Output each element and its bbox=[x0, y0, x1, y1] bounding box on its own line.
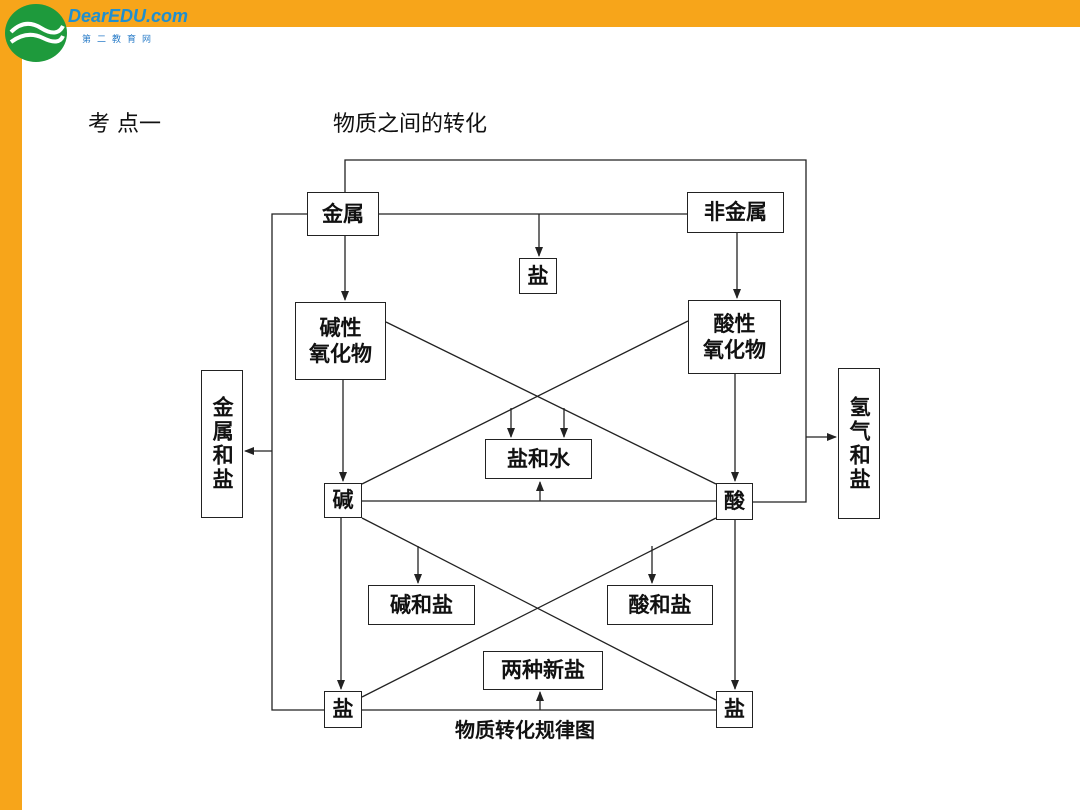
node-nonmetal: 非金属 bbox=[687, 192, 784, 233]
edge-left-loop bbox=[271, 213, 324, 711]
top-accent-bar bbox=[0, 0, 1080, 27]
node-hydrogen-and-salt: 氢气和盐 bbox=[838, 368, 880, 519]
node-acid-and-salt: 酸和盐 bbox=[607, 585, 713, 625]
logo-brand-text: DearEDU.com bbox=[68, 6, 189, 26]
logo-sub-text: 第二教育网 bbox=[82, 35, 158, 45]
left-accent-bar bbox=[0, 0, 22, 810]
diagram-caption: 物质转化规律图 bbox=[455, 718, 595, 742]
node-basic-oxide: 碱性 氧化物 bbox=[295, 302, 386, 380]
page-title: 物质之间的转化 bbox=[333, 112, 488, 137]
edge-acid-to-salt-bl bbox=[361, 517, 717, 698]
logo-circle-icon bbox=[5, 4, 67, 62]
edge-base-to-salt-br bbox=[361, 517, 717, 701]
edge-metal-to-hydrogen-salt bbox=[344, 159, 807, 503]
node-two-new-salts: 两种新盐 bbox=[483, 651, 603, 690]
node-metal: 金属 bbox=[307, 192, 379, 236]
edge-basic-oxide-to-acid bbox=[385, 321, 717, 485]
node-acidic-oxide: 酸性 氧化物 bbox=[688, 300, 781, 374]
edge-acidic-oxide-to-base bbox=[361, 320, 689, 485]
node-salt-bottom-left: 盐 bbox=[324, 691, 362, 728]
node-base-and-salt: 碱和盐 bbox=[368, 585, 475, 625]
node-acid: 酸 bbox=[716, 483, 753, 520]
node-salt-bottom-right: 盐 bbox=[716, 691, 753, 728]
heading-label: 考 点一 bbox=[88, 112, 161, 137]
node-base: 碱 bbox=[324, 483, 362, 518]
node-salt-top: 盐 bbox=[519, 258, 557, 294]
dearedu-logo: DearEDU.com 第二教育网 bbox=[2, 2, 192, 62]
node-salt-and-water: 盐和水 bbox=[485, 439, 592, 479]
node-metal-and-salt: 金属和盐 bbox=[201, 370, 243, 518]
